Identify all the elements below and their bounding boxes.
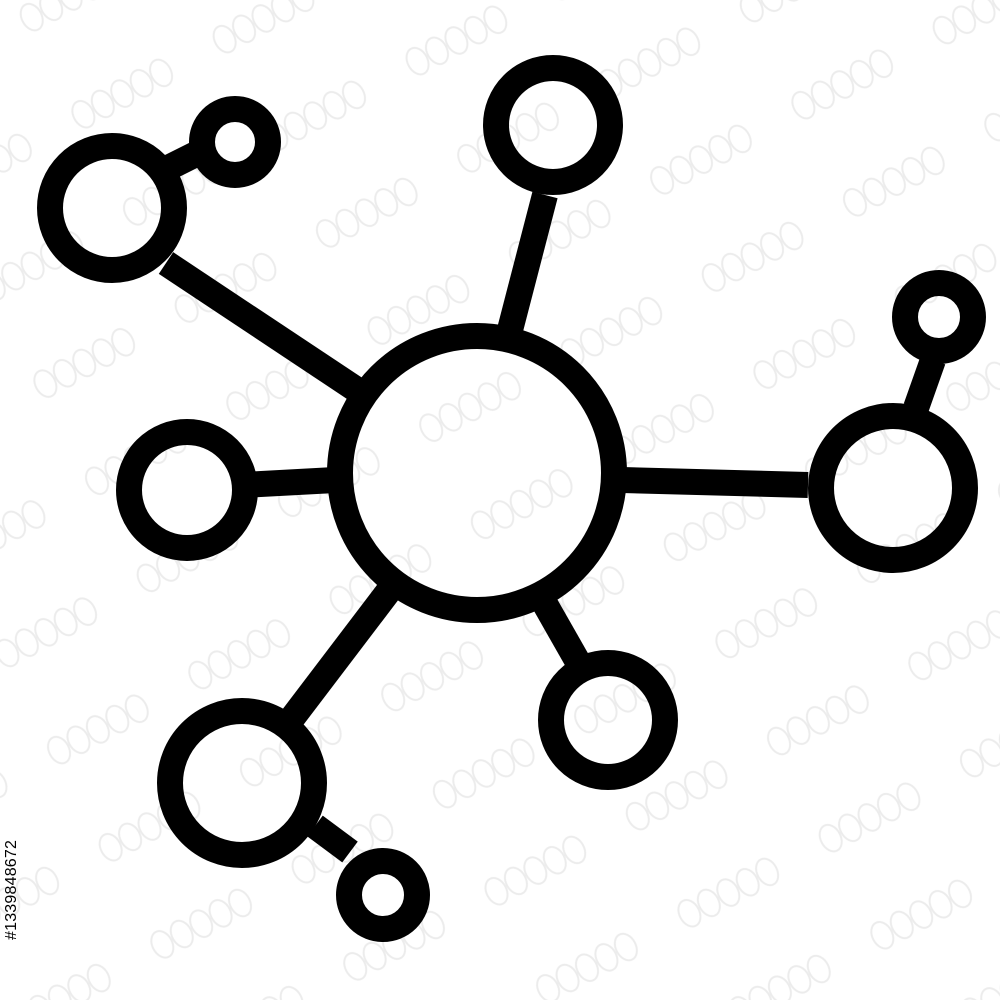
node-right	[808, 403, 978, 573]
node-upper-left	[37, 133, 187, 283]
connector-line	[621, 467, 809, 498]
stock-id-label: #1339848672	[3, 839, 20, 940]
connector-line	[307, 815, 358, 863]
node-lower-right	[538, 650, 678, 790]
node-lower-left-small	[336, 848, 430, 942]
node-upper-left-small	[189, 96, 281, 188]
connector-line	[497, 191, 558, 334]
connector-line	[158, 252, 365, 401]
connector-line	[282, 584, 399, 725]
node-right-small	[892, 270, 986, 364]
hub-node	[327, 323, 627, 623]
connector-line	[903, 355, 946, 413]
connector-line	[533, 597, 590, 669]
node-left	[116, 419, 258, 561]
node-top	[483, 55, 623, 195]
node-lower-left	[157, 698, 327, 868]
connector-line	[242, 467, 336, 498]
